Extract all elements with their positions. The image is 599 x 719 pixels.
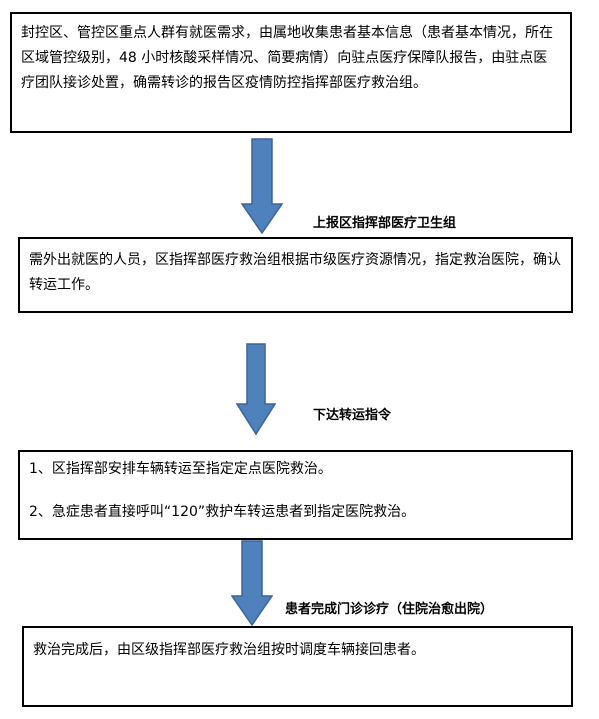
step-1-text: 封控区、管控区重点人群有就医需求，由属地收集患者基本信息（患者基本情况，所在区域… [21, 25, 553, 91]
arrow-1-label: 上报区指挥部医疗卫生组 [313, 216, 457, 231]
step-2-box: 需外出就医的人员，区指挥部医疗救治组根据市级医疗资源情况，指定救治医院，确认转运… [18, 237, 573, 313]
arrow-3-shape [231, 540, 273, 626]
step-4-box: 救治完成后，由区级指挥部医疗救治组按时调度车辆接回患者。 [22, 626, 573, 707]
step-4-text: 救治完成后，由区级指挥部医疗救治组按时调度车辆接回患者。 [33, 642, 425, 658]
down-arrow-icon [231, 540, 273, 626]
step-3-box: 1、区指挥部安排车辆转运至指定定点医院救治。 2、急症患者直接呼叫“120”救护… [18, 450, 573, 540]
arrow-3-label: 患者完成门诊诊疗（住院治愈出院） [285, 602, 494, 617]
down-arrow-icon [241, 138, 283, 234]
step-1-box: 封控区、管控区重点人群有就医需求，由属地收集患者基本信息（患者基本情况，所在区域… [10, 12, 572, 133]
arrow-2-shape [236, 343, 276, 435]
step-2-text: 需外出就医的人员，区指挥部医疗救治组根据市级医疗资源情况，指定救治医院，确认转运… [29, 252, 561, 293]
arrow-1-shape [241, 138, 283, 234]
step-3-line-1: 1、区指挥部安排车辆转运至指定定点医院救治。 [29, 461, 332, 477]
arrow-2-label: 下达转运指令 [313, 408, 392, 423]
step-3-line-2: 2、急症患者直接呼叫“120”救护车转运患者到指定医院救治。 [29, 504, 416, 520]
down-arrow-icon [236, 343, 276, 435]
